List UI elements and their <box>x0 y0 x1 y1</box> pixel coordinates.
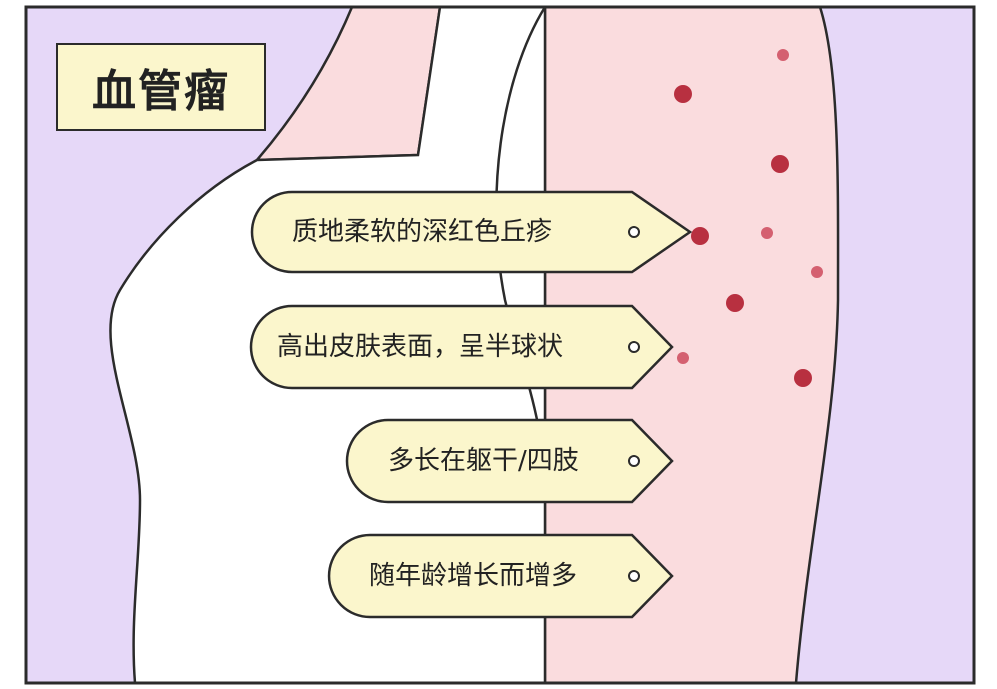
pointer-dot-icon <box>628 455 640 467</box>
callout-bubble-3 <box>345 418 674 504</box>
callout-text-3: 多长在躯干/四肢 <box>388 446 579 476</box>
pointer-dot-icon <box>628 226 640 238</box>
spot <box>811 266 823 278</box>
spot <box>674 85 692 103</box>
spot <box>771 155 789 173</box>
spot <box>691 227 709 245</box>
spot <box>794 369 812 387</box>
skin-arm <box>543 5 840 685</box>
callout-text-4: 随年龄增长而增多 <box>369 561 578 591</box>
pointer-dot-icon <box>628 341 640 353</box>
callout-bubble-4 <box>327 533 674 619</box>
callout-text-2: 高出皮肤表面，呈半球状 <box>277 332 564 362</box>
page-title: 血管瘤 <box>56 43 266 131</box>
callout-text-1: 质地柔软的深红色丘疹 <box>292 217 553 247</box>
outer-frame <box>24 5 976 685</box>
spot <box>726 294 744 312</box>
spot <box>777 49 789 61</box>
callout-bubble-2 <box>249 304 674 390</box>
hemangioma-spots <box>674 49 823 387</box>
spot <box>761 227 773 239</box>
callout-bubble-1 <box>250 190 693 274</box>
pointer-dot-icon <box>628 570 640 582</box>
spot <box>677 352 689 364</box>
